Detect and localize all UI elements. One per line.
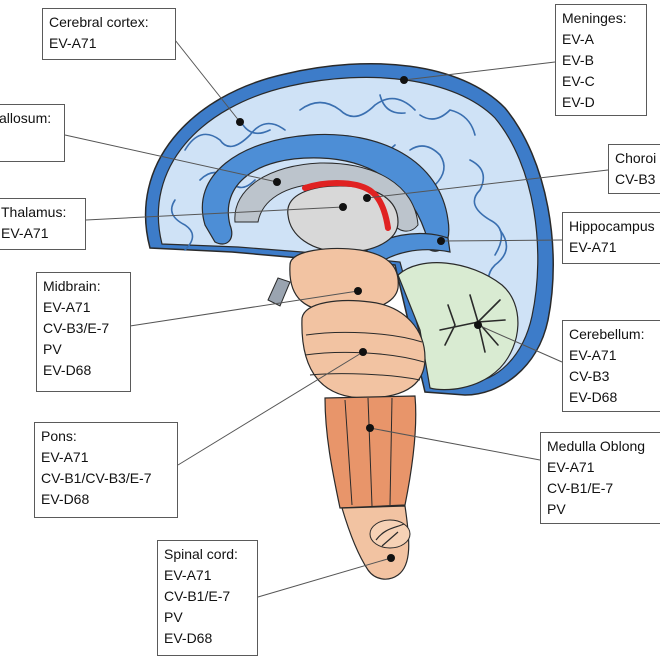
spinal-grey-matter xyxy=(375,523,405,547)
thalamus-region xyxy=(287,185,399,253)
label-text: Hippocampus xyxy=(569,218,655,234)
spinal-cord-section xyxy=(369,519,411,549)
label-text: CV-B3/E-7 xyxy=(43,320,110,336)
label-text: EV-D68 xyxy=(569,389,618,405)
label-text: EV-C xyxy=(562,73,595,89)
label-text: EV-A71 xyxy=(49,35,97,51)
label-text: EV-D xyxy=(562,94,595,110)
label-text: EV-A71 xyxy=(569,239,617,255)
label-text: Pons: xyxy=(41,428,77,444)
label-text: EV-D68 xyxy=(43,362,92,378)
leader-cerebellum xyxy=(477,324,563,363)
label-text: EV-B xyxy=(562,52,594,68)
dot-midbrain xyxy=(354,287,362,295)
choroid-plexus-region xyxy=(302,180,391,231)
label-text: allosum: xyxy=(0,110,52,126)
leader-callosum xyxy=(64,134,278,183)
label-text: EV-A71 xyxy=(43,299,91,315)
label-text: Choroi xyxy=(615,150,657,166)
label-text: PV xyxy=(164,609,183,625)
label-meninges: Meninges: EV-A EV-B EV-C EV-D xyxy=(555,4,647,116)
label-medulla-oblongata: Medulla Oblong EV-A71 CV-B1/E-7 PV xyxy=(540,432,660,524)
leader-meninges xyxy=(403,61,556,81)
label-hippocampus: Hippocampus EV-A71 xyxy=(562,212,660,264)
dot-hippocampus xyxy=(437,237,445,245)
label-choroid-plexus: Choroi CV-B3 xyxy=(608,144,660,194)
dot-spinal-cord xyxy=(387,554,395,562)
label-text: EV-D68 xyxy=(41,491,90,507)
label-text: Spinal cord: xyxy=(164,546,238,562)
label-text: Cerebral cortex: xyxy=(49,14,149,30)
dot-cerebral-cortex xyxy=(236,118,244,126)
label-text: Thalamus: xyxy=(1,204,67,220)
dot-meninges xyxy=(400,76,408,84)
label-cerebellum: Cerebellum: EV-A71 CV-B3 EV-D68 xyxy=(562,320,660,412)
label-text: CV-B1/E-7 xyxy=(547,480,614,496)
medulla-stripes xyxy=(344,397,393,507)
leader-choroid xyxy=(366,169,609,199)
label-spinal-cord: Spinal cord: EV-A71 CV-B1/E-7 PV EV-D68 xyxy=(157,540,258,656)
label-midbrain: Midbrain: EV-A71 CV-B3/E-7 PV EV-D68 xyxy=(36,272,131,392)
label-text: EV-A xyxy=(562,31,594,47)
dot-thalamus xyxy=(339,203,347,211)
label-text: Meninges: xyxy=(562,10,627,26)
label-text: PV xyxy=(43,341,62,357)
label-text: PV xyxy=(547,501,566,517)
marker-dots xyxy=(236,76,482,562)
label-corpus-callosum: allosum: xyxy=(0,104,65,162)
dot-cerebellum xyxy=(474,321,482,329)
dot-medulla xyxy=(366,424,374,432)
leader-lines xyxy=(64,39,609,598)
label-text: EV-A71 xyxy=(41,449,89,465)
label-text: Medulla Oblong xyxy=(547,438,646,454)
label-thalamus: Thalamus: EV-A71 xyxy=(0,198,86,250)
label-text: CV-B3 xyxy=(569,368,610,384)
label-text: EV-A71 xyxy=(569,347,617,363)
label-text: EV-A71 xyxy=(1,225,49,241)
arbor-vitae xyxy=(439,294,506,353)
label-text: CV-B3 xyxy=(615,171,656,187)
leader-cerebral-cortex xyxy=(174,39,241,123)
dot-callosum xyxy=(273,178,281,186)
leader-hippocampus xyxy=(440,239,563,242)
label-text: EV-A71 xyxy=(547,459,595,475)
leader-midbrain xyxy=(129,290,359,327)
label-text: Midbrain: xyxy=(43,278,101,294)
dot-choroid xyxy=(363,194,371,202)
leader-pons xyxy=(177,351,364,466)
label-pons: Pons: EV-A71 CV-B1/CV-B3/E-7 EV-D68 xyxy=(34,422,178,518)
leader-thalamus xyxy=(85,206,344,221)
label-cerebral-cortex: Cerebral cortex: EV-A71 xyxy=(42,8,176,60)
label-text: CV-B1/CV-B3/E-7 xyxy=(41,470,152,486)
label-text: EV-D68 xyxy=(164,630,213,646)
leader-spinal-cord xyxy=(257,557,392,598)
label-text: CV-B1/E-7 xyxy=(164,588,231,604)
dot-pons xyxy=(359,348,367,356)
leader-medulla xyxy=(369,427,541,461)
label-text: Cerebellum: xyxy=(569,326,645,342)
label-text: EV-A71 xyxy=(164,567,212,583)
